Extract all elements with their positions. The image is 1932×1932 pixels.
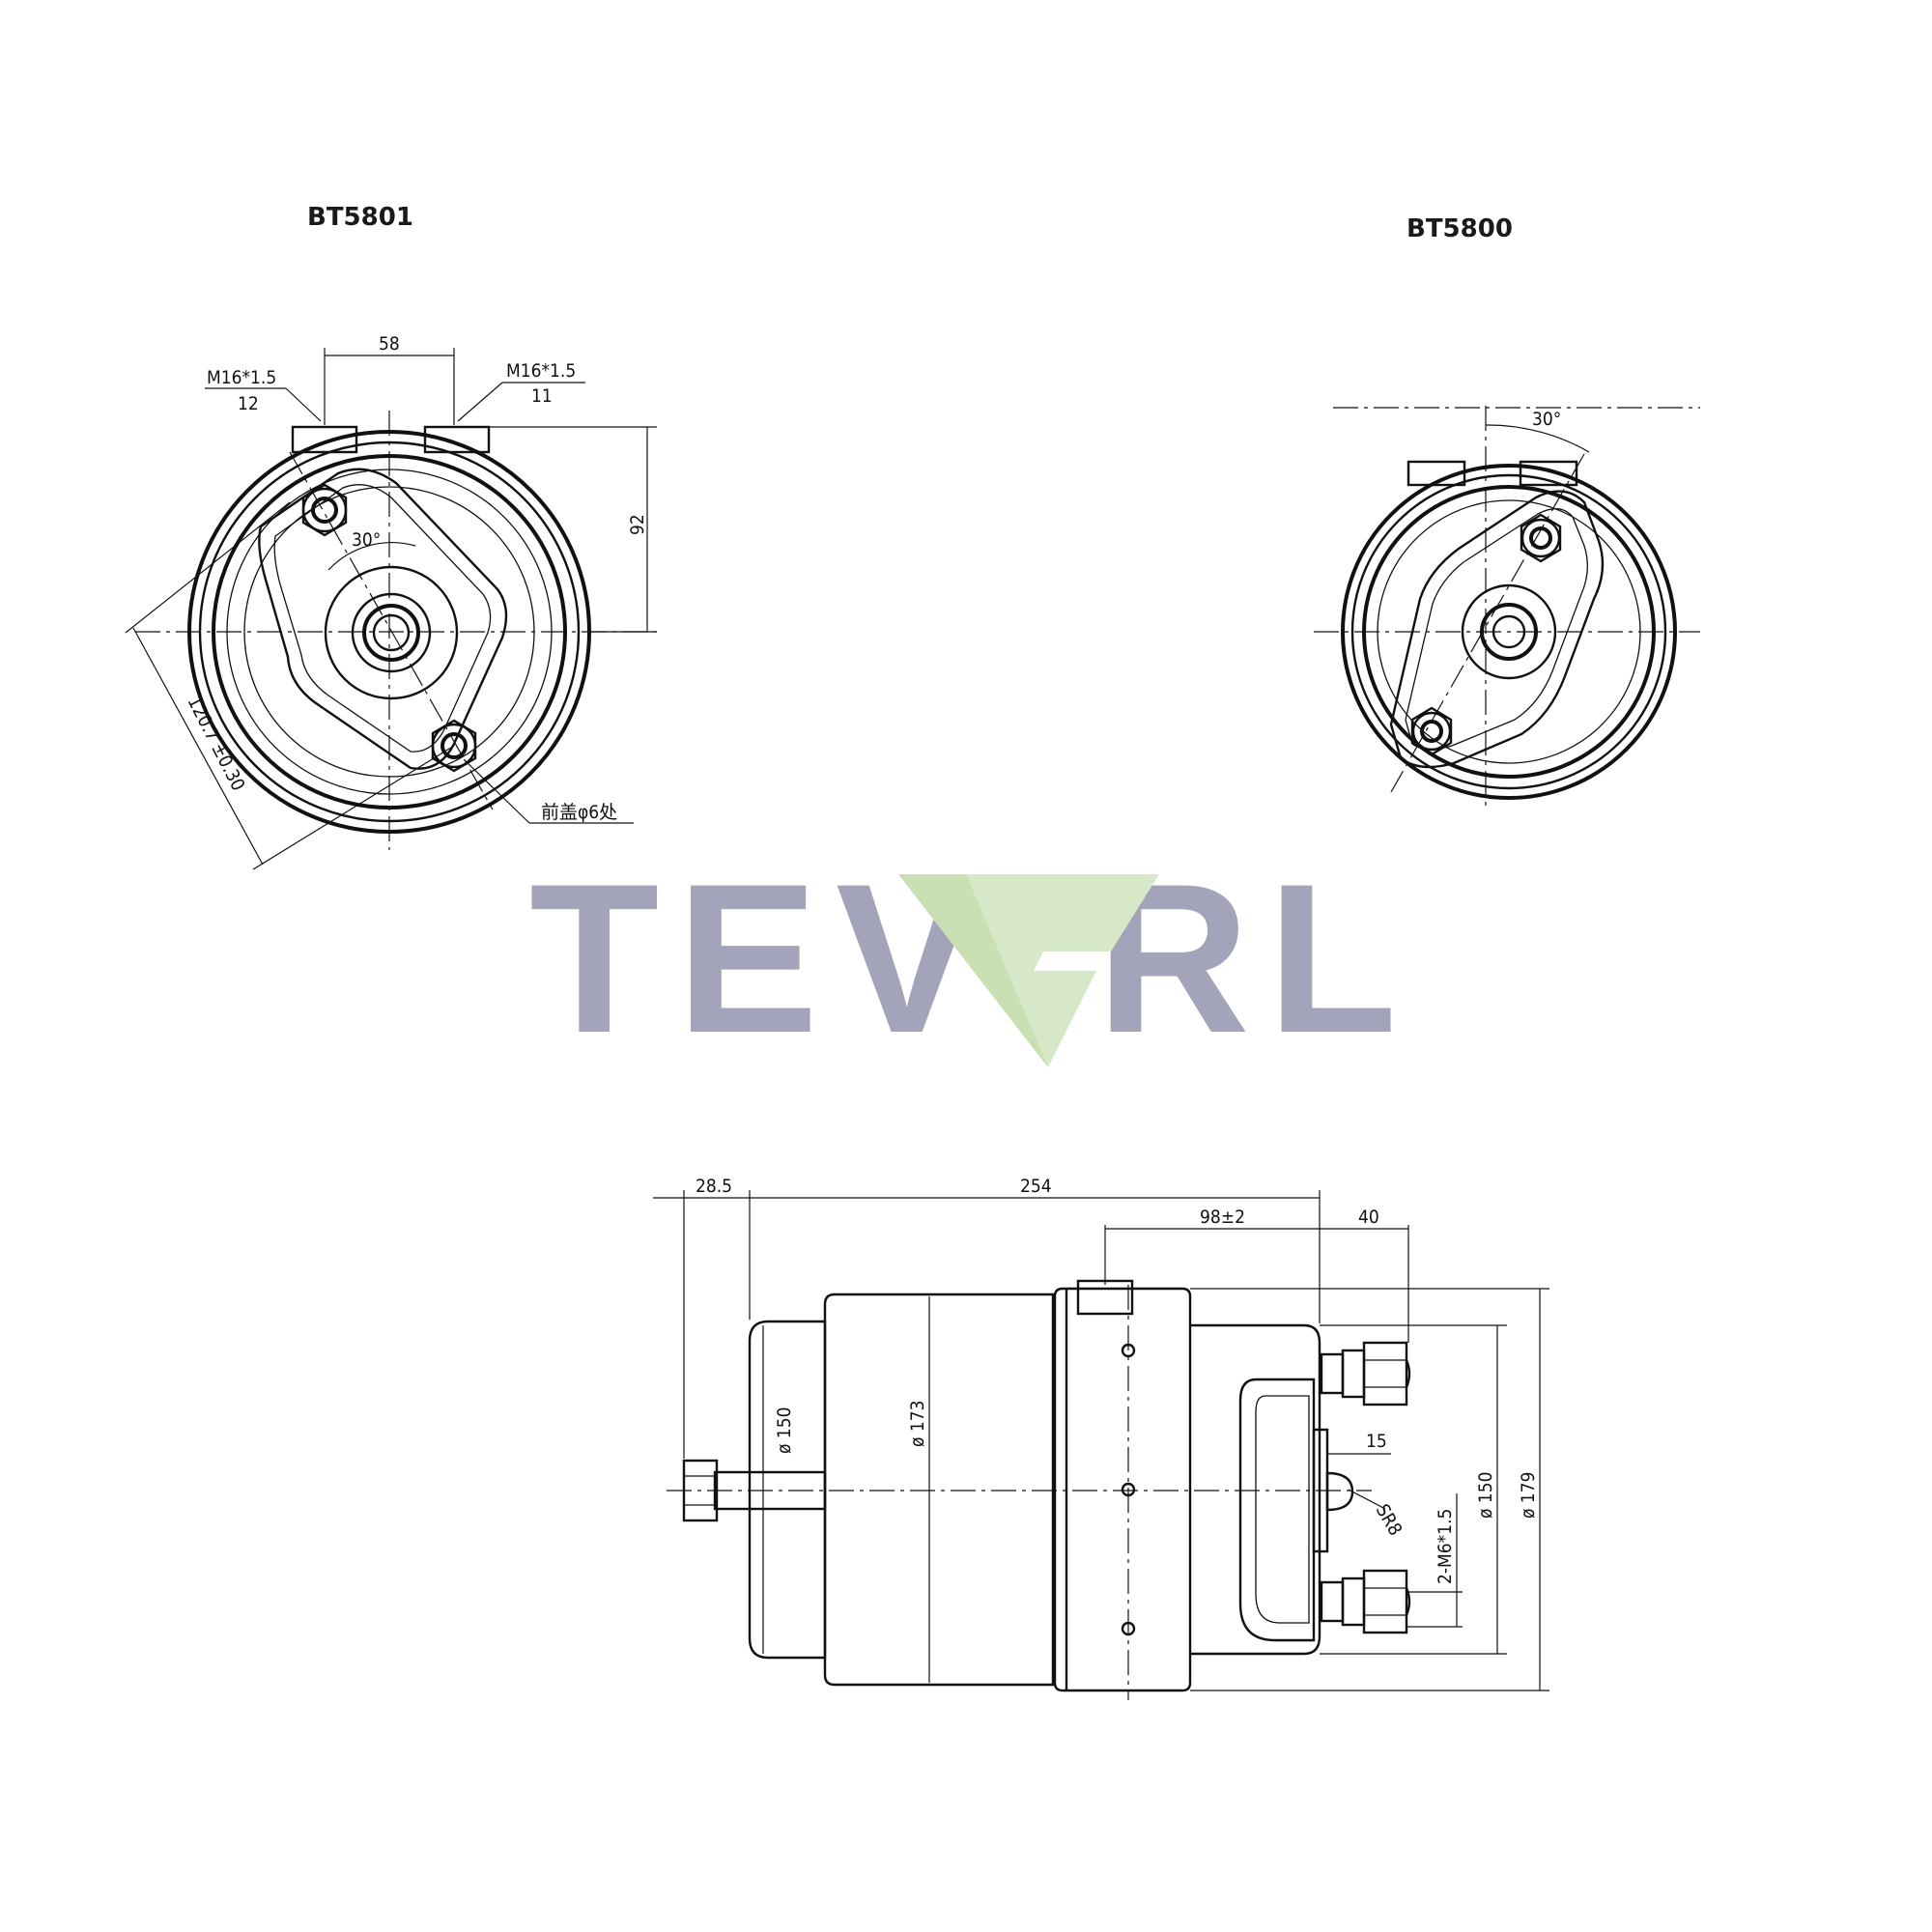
model-label-bt5801: BT5801 (307, 203, 413, 232)
ext-line-120-top (125, 501, 291, 634)
dim-dia150-right-label: ø 150 (1475, 1471, 1496, 1519)
upper-stud-nut (301, 483, 348, 537)
front-housing (1053, 1287, 1192, 1692)
center-boss-mid (351, 592, 432, 673)
dim-15-label: 15 (1366, 1431, 1387, 1452)
lower-terminal-tip (1405, 1587, 1411, 1616)
terminal-plate-inner-b (1405, 508, 1588, 751)
terminal-sr8-dome (1325, 1471, 1354, 1512)
upper-stud-b (1529, 526, 1552, 550)
dim-28-5-label: 28.5 (696, 1176, 732, 1197)
top-port (1076, 1279, 1134, 1316)
upper-stud-washer-b (1520, 518, 1561, 558)
thread-left-sub: 12 (238, 393, 259, 414)
note-leader (463, 758, 530, 824)
lower-stud-nut (431, 719, 477, 773)
upper-stud (311, 497, 338, 524)
dim-92-label: 92 (627, 514, 648, 535)
center-boss-outer (324, 565, 459, 700)
thread-left-label: M16*1.5 (207, 367, 276, 388)
dim-58-label: 58 (379, 333, 400, 355)
lower-terminal-nut (1362, 1569, 1408, 1634)
dim-dia150-left-label: ø 150 (774, 1406, 795, 1454)
dim-40-label: 40 (1358, 1207, 1379, 1228)
angle-arc-30 (327, 542, 416, 571)
dim-254-label: 254 (1020, 1176, 1052, 1197)
terminal-plate (258, 468, 508, 770)
angle-30-label: 30° (352, 529, 381, 551)
lower-stud-washer-b (1411, 711, 1452, 752)
side-view: 28.5 254 98±2 40 ø 150 ø 173 15 SR8 2-M6… (653, 1176, 1549, 1700)
upper-terminal-washer (1341, 1349, 1366, 1399)
angle-arc-30-b (1485, 424, 1590, 453)
lower-terminal-base (1320, 1580, 1345, 1623)
main-body (823, 1293, 1055, 1687)
terminal-block (1238, 1378, 1316, 1642)
lower-terminal-washer (1341, 1577, 1366, 1627)
sr8-leader (1348, 1489, 1386, 1510)
dim-line-120 (132, 627, 264, 866)
angle-30-label-b: 30° (1532, 409, 1561, 430)
center-boss-outer-b (1461, 583, 1557, 680)
terminal-tab-right-b (1519, 460, 1578, 487)
dim-dia179-label: ø 179 (1518, 1471, 1539, 1519)
front-view-bt5800: 30° (1314, 406, 1700, 811)
lower-stud-washer (431, 723, 477, 769)
terminal-tab-left-b (1406, 460, 1466, 487)
upper-stud-nut-b (1520, 513, 1562, 563)
rear-cap (748, 1320, 827, 1660)
terminal-plate-b (1389, 490, 1605, 769)
lower-stud-nut-b (1410, 706, 1453, 756)
upper-terminal-base (1320, 1352, 1345, 1395)
dim-sr8-label: SR8 (1372, 1501, 1406, 1540)
note-label: 前盖φ6处 (541, 802, 617, 823)
terminal-cover (1190, 1323, 1321, 1656)
center-shaft-ring (362, 604, 420, 662)
center-shaft (372, 613, 411, 652)
dim-dia173-label: ø 173 (907, 1400, 928, 1447)
housing-outer-circle-b (1341, 464, 1677, 800)
terminal-block-inner (1255, 1395, 1310, 1624)
upper-stud-washer (301, 487, 348, 533)
housing-rim-circle-b (1350, 473, 1667, 790)
lower-stud (440, 732, 468, 759)
dim-thread-label: 2-M6*1.5 (1435, 1509, 1456, 1584)
front-view-bt5801: 58 M16*1.5 12 M16*1.5 11 92 30° 120.7 ±0… (125, 333, 657, 870)
teverl-logo: TEV RL (529, 839, 1397, 1077)
dim-98-label: 98±2 (1200, 1207, 1245, 1228)
thread-left-leader (285, 387, 322, 422)
model-label-bt5800: BT5800 (1406, 214, 1513, 243)
terminal-tab-left (291, 425, 358, 454)
logo-check-shade (898, 874, 1048, 1067)
centerline-stud-axis (289, 451, 494, 810)
upper-terminal-tip (1405, 1359, 1411, 1388)
upper-terminal-nut (1362, 1341, 1408, 1406)
thread-right-sub: 11 (531, 385, 553, 407)
centerline-stud-axis-b (1390, 453, 1585, 793)
thread-right-label: M16*1.5 (506, 360, 576, 382)
thread-right-leader (457, 382, 503, 422)
ext-line-120-bottom (252, 745, 455, 870)
